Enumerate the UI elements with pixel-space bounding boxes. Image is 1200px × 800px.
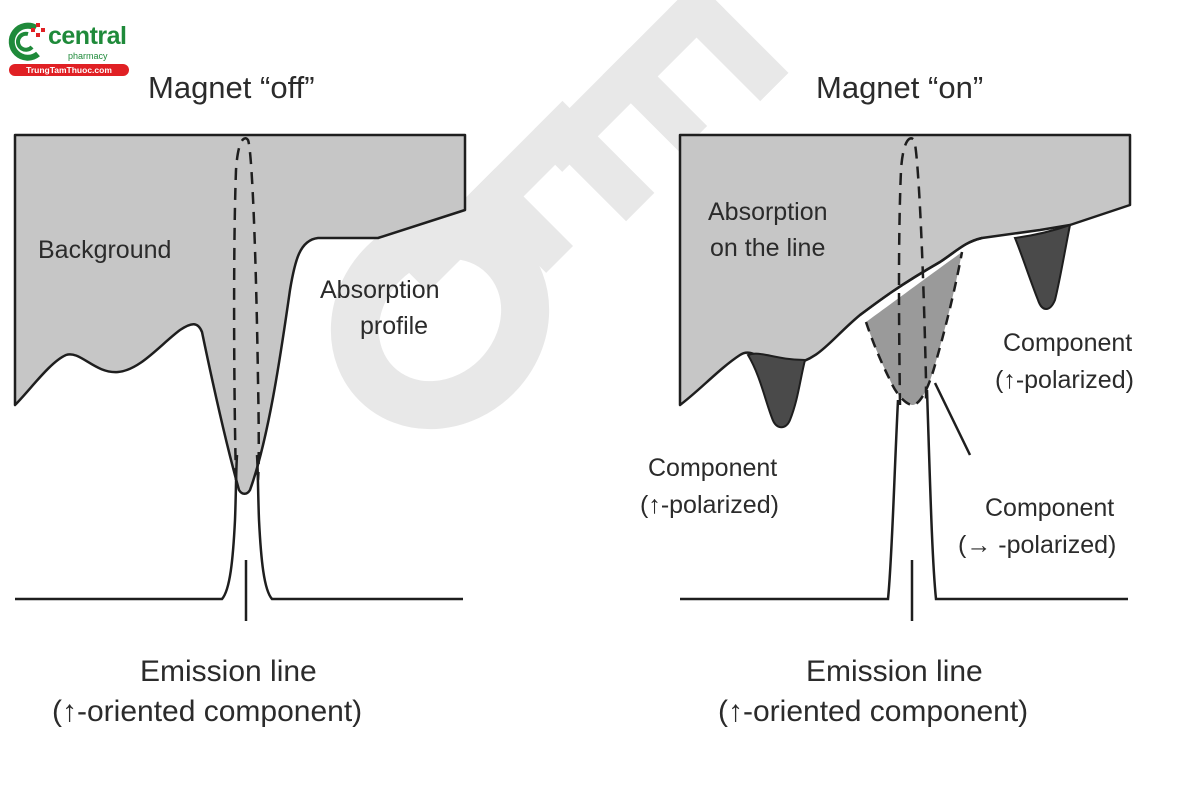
emission-line-profile-on bbox=[680, 389, 1128, 601]
label-background: Background bbox=[38, 236, 172, 264]
label-component-left-2: (↑-polarized) bbox=[640, 491, 779, 519]
label-absorption-profile-1: Absorption bbox=[320, 276, 440, 304]
logo-name: central bbox=[48, 22, 127, 50]
pointer-line-center-component bbox=[933, 382, 972, 456]
label-component-right-2: (↑-polarized) bbox=[995, 366, 1134, 394]
label-absorption-profile-2: profile bbox=[360, 312, 429, 340]
label-component-left-1: Component bbox=[648, 454, 778, 482]
emission-line-profile bbox=[15, 454, 463, 601]
label-component-center-2: (→ -polarized) bbox=[958, 531, 1117, 559]
label-absorption-on-line-1: Absorption bbox=[708, 198, 828, 226]
brand-logo: central pharmacy TrungTamThuoc.com bbox=[6, 20, 130, 82]
component-left-polarized bbox=[746, 352, 807, 429]
label-component-center-1: Component bbox=[985, 494, 1115, 522]
emission-line-profile-dashed bbox=[232, 137, 260, 481]
label-component-right-1: Component bbox=[1003, 329, 1133, 357]
logo-website: TrungTamThuoc.com bbox=[9, 64, 129, 76]
watermark-letter-o bbox=[330, 210, 550, 430]
absorption-on-line-outline-dashed bbox=[864, 251, 964, 407]
caption-emission-line-off: Emission line bbox=[140, 655, 317, 688]
absorption-on-line-region bbox=[866, 252, 962, 405]
component-right-polarized bbox=[1013, 223, 1072, 310]
caption-emission-line-on: Emission line bbox=[806, 655, 983, 688]
emission-line-profile-dashed-on bbox=[897, 137, 928, 406]
watermark-letter-f2 bbox=[533, 0, 789, 172]
caption-oriented-component-off: (↑-oriented component) bbox=[52, 695, 363, 728]
label-absorption-on-line-2: on the line bbox=[710, 234, 826, 262]
panel-title-magnet-on: Magnet “on” bbox=[816, 70, 984, 105]
caption-oriented-component-on: (↑-oriented component) bbox=[718, 695, 1029, 728]
logo-c-icon bbox=[8, 22, 45, 61]
background-absorption-region bbox=[13, 133, 467, 495]
panel-title-magnet-off: Magnet “off” bbox=[148, 70, 315, 105]
logo-subtitle: pharmacy bbox=[68, 51, 108, 61]
